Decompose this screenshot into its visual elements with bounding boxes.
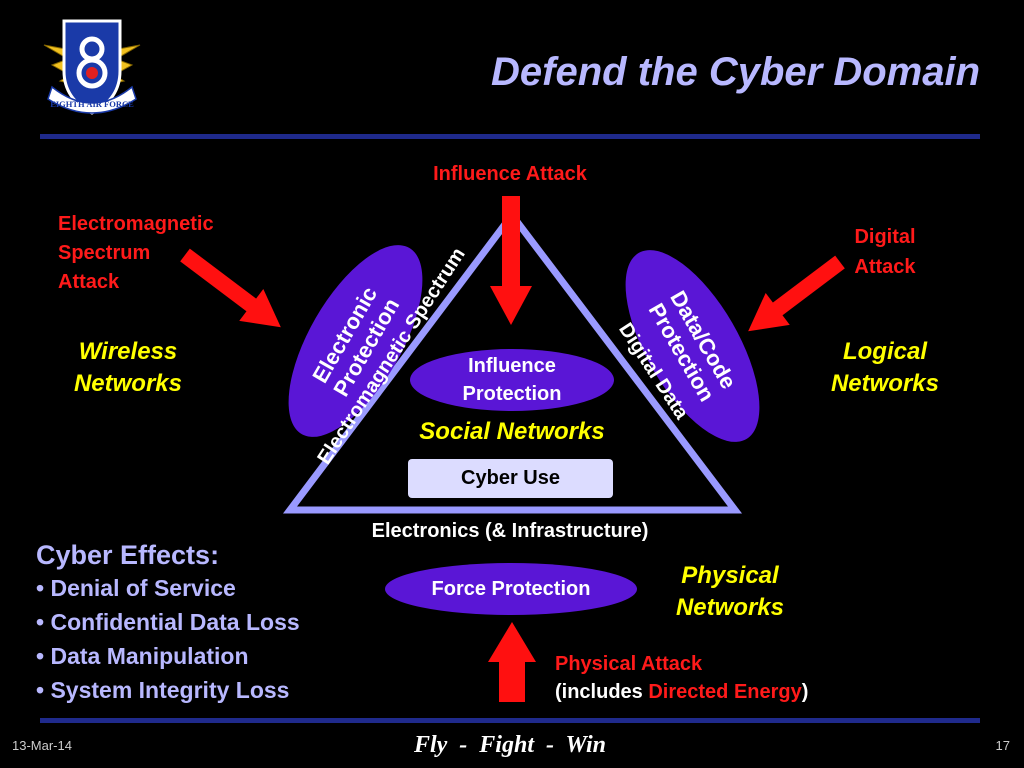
bottom-divider bbox=[40, 718, 980, 723]
eighth-air-force-logo: EIGHTH AIR FORCE bbox=[38, 15, 146, 120]
em-attack-arrow bbox=[180, 248, 281, 328]
list-item: • Denial of Service bbox=[36, 575, 236, 601]
footer-motto: Fly - Fight - Win bbox=[413, 732, 607, 758]
cyber-effects-title: Cyber Effects: bbox=[36, 540, 220, 570]
influence-protection-ellipse: Influence Protection bbox=[410, 349, 614, 411]
physical-networks-label: Physical Networks bbox=[675, 562, 785, 621]
list-item: • Confidential Data Loss bbox=[36, 609, 300, 635]
list-item: • System Integrity Loss bbox=[36, 677, 290, 703]
em-attack-label: Electromagnetic Spectrum Attack bbox=[58, 213, 214, 293]
wireless-networks-label: Wireless Networks bbox=[73, 338, 183, 397]
cyber-effects-list: Cyber Effects: • Denial of Service • Con… bbox=[36, 540, 300, 707]
page-title: Defend the Cyber Domain bbox=[491, 50, 980, 94]
footer-date: 13-Mar-14 bbox=[12, 738, 72, 753]
digital-attack-label: Digital Attack bbox=[854, 226, 916, 278]
physical-attack-label: Physical Attack (includes Directed Energ… bbox=[555, 653, 809, 703]
cyber-triangle bbox=[282, 209, 743, 514]
top-divider bbox=[40, 134, 980, 139]
electronics-label: Electronics (& Infrastructure) bbox=[371, 520, 649, 542]
influence-attack-label: Influence Attack bbox=[433, 163, 587, 185]
cyber-use-box: Cyber Use bbox=[408, 459, 613, 498]
logical-networks-label: Logical Networks bbox=[830, 338, 940, 397]
force-protection-ellipse: Force Protection bbox=[385, 563, 637, 615]
social-networks-label: Social Networks bbox=[419, 418, 605, 445]
physical-attack-arrow bbox=[488, 622, 536, 702]
list-item: • Data Manipulation bbox=[36, 643, 249, 669]
logo-text: EIGHTH AIR FORCE bbox=[50, 99, 134, 109]
digital-attack-arrow bbox=[748, 255, 845, 332]
page-number: 17 bbox=[995, 738, 1010, 753]
influence-attack-arrow bbox=[490, 196, 532, 325]
